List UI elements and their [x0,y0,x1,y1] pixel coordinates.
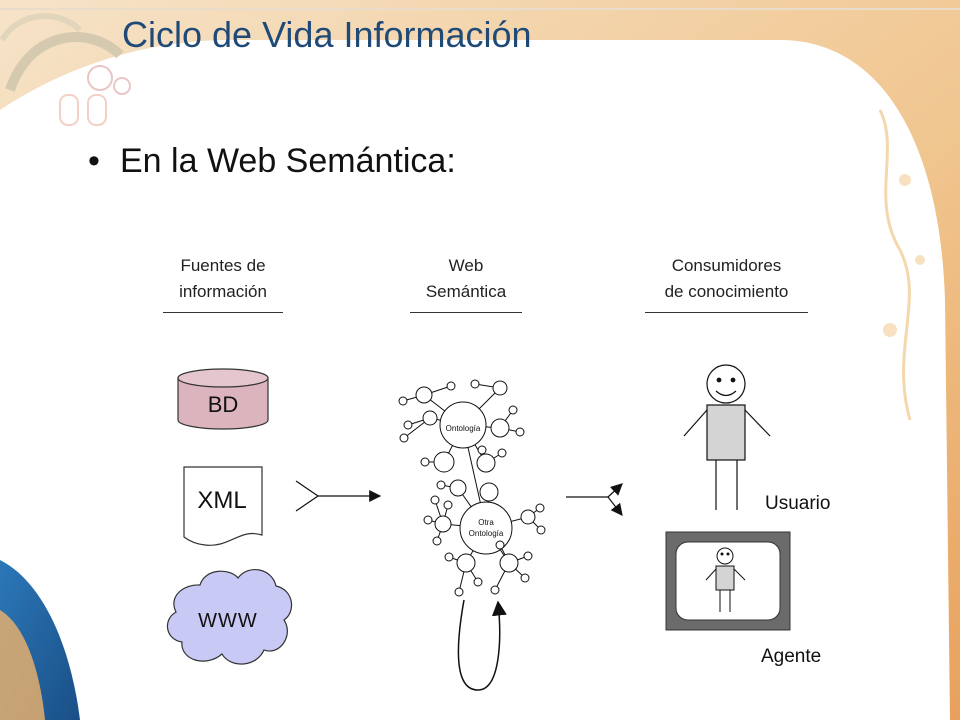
ontology-network-icon [398,379,546,597]
ontology-leaf-node [430,495,440,505]
user-figure-icon [683,364,771,510]
header-semantic-web-line1: Web [448,256,484,275]
ontology-node [479,482,499,502]
agent-monitor-icon [665,531,791,631]
header-sources: Fuentes de información [163,253,283,313]
ontology-leaf-node [432,536,442,546]
ontology-node [456,553,476,573]
ontology-node [415,386,433,404]
ontology-node [433,451,455,473]
header-semantic-web: Web Semántica [410,253,522,313]
database-label: BD [208,392,239,417]
ontology-leaf-node [495,540,505,550]
ontology-leaf-node [454,587,464,597]
ontology-leaf-node [444,552,454,562]
ontology-node [490,418,510,438]
ontology-leaf-node [508,405,518,415]
xml-label: XML [197,487,246,514]
ontology-leaf-node [520,573,530,583]
ontology-node [499,553,519,573]
ontology-node [422,410,438,426]
loop-arrow-icon [457,599,507,691]
ontology-leaf-node [523,551,533,561]
split-arrow-icon [566,483,623,516]
ontology-leaf-node [536,525,546,535]
ontology-leaf-node [470,379,480,389]
other-ontology-label-line1: Otra [478,518,494,527]
www-cloud-icon [166,569,293,665]
ontology-node [492,380,508,396]
header-sources-rule [163,312,283,313]
www-label: WWW [198,610,258,632]
ontology-leaf-node [490,585,500,595]
ontology-leaf-node [398,396,408,406]
header-consumers-line1: Consumidores [671,256,782,275]
bullet-marker: • [88,142,100,180]
ontology-leaf-node [399,433,409,443]
ontology-label: Ontología [446,424,481,433]
agent-label: Agente [761,646,822,667]
bullet-text: En la Web Semántica: [120,142,456,180]
merge-arrow-icon [295,480,382,512]
ontology-leaf-node [420,457,430,467]
header-sources-line1: Fuentes de [180,256,266,275]
ontology-leaf-node [535,503,545,513]
ontology-leaf-node [443,500,453,510]
user-label: Usuario [765,493,831,514]
other-ontology-label-line2: Ontología [469,529,504,538]
bullet-item: • En la Web Semántica: [88,142,456,181]
header-consumers-rule [645,312,808,313]
xml-document-icon [183,466,263,546]
header-sources-line2: información [179,282,267,301]
ontology-leaf-node [446,381,456,391]
ontology-node [449,479,467,497]
ontology-leaf-node [473,577,483,587]
header-semantic-web-line2: Semántica [425,282,507,301]
ontology-node [434,515,452,533]
header-semantic-web-rule [410,312,522,313]
database-icon [177,368,269,430]
header-consumers-line2: de conocimiento [664,282,789,301]
ontology-leaf-node [403,420,413,430]
slide-title: Ciclo de Vida Información [122,14,532,55]
ontology-leaf-node [436,480,446,490]
ontology-hub-node [439,401,487,449]
ontology-node [520,509,536,525]
ontology-node [476,453,496,473]
ontology-leaf-node [423,515,433,525]
ontology-leaf-node [497,448,507,458]
ontology-leaf-node [477,445,487,455]
ontology-leaf-node [515,427,525,437]
header-consumers: Consumidores de conocimiento [645,253,808,313]
